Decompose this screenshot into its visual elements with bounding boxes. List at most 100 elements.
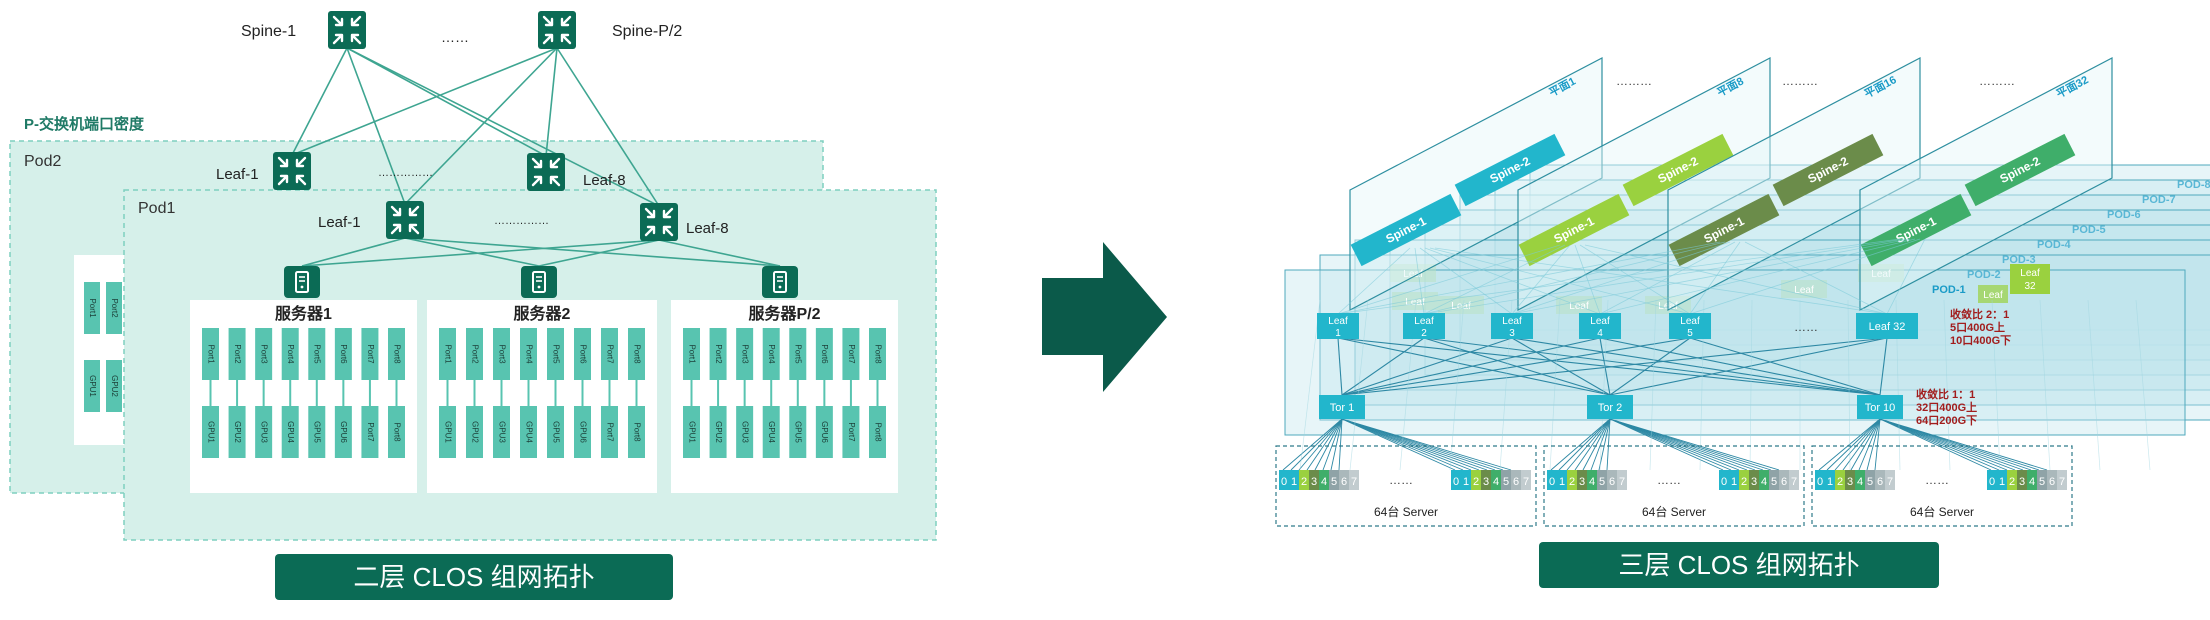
spine-2-bar[interactable] — [1964, 133, 2076, 207]
leaf-spine-link — [1886, 238, 1926, 315]
spine-1-bar[interactable] — [1350, 193, 1462, 267]
server-cell — [1349, 470, 1359, 490]
pod1-leaf-8-switch-icon[interactable] — [638, 201, 680, 243]
port-cell — [547, 406, 564, 458]
leaf-spine-link — [1419, 247, 1513, 315]
spine-1-bar[interactable] — [1860, 193, 1972, 267]
leaf-server-link — [538, 239, 660, 267]
spine-leaf-link — [404, 47, 558, 205]
server-cell — [1501, 470, 1511, 490]
spine-p2-switch-icon[interactable] — [536, 9, 578, 51]
leaf-tor-link — [1341, 337, 1888, 396]
port-cell — [815, 406, 833, 458]
pod1-leaf-8-label: Leaf-8 — [686, 220, 729, 237]
leaf-number: 5 — [1687, 328, 1693, 339]
spine-2-bar[interactable] — [1622, 133, 1734, 207]
server-digit: 4 — [1321, 476, 1327, 488]
port-cell — [683, 328, 700, 380]
server-digit: 7 — [1523, 476, 1529, 488]
server-cell — [1329, 470, 1339, 490]
port-cell — [762, 406, 780, 458]
server-cell — [1471, 470, 1481, 490]
pod2-port-cell — [106, 360, 122, 412]
server-digit: 3 — [1483, 476, 1489, 488]
pod2-leaf-8-switch-icon[interactable] — [525, 151, 567, 193]
server-cell — [2057, 470, 2067, 490]
port-label: Port3 — [260, 344, 269, 364]
tor-server-link — [1558, 418, 1611, 471]
port-label: GPU3 — [260, 421, 269, 443]
background-link — [1649, 299, 1657, 471]
server-cell — [1461, 470, 1471, 490]
pod2-leaf-1-switch-icon[interactable] — [271, 150, 313, 192]
leaf-node[interactable] — [1403, 313, 1445, 339]
pod1-label: Pod1 — [138, 200, 175, 217]
leaf-spine-link — [1434, 247, 1888, 315]
tor-node[interactable] — [1857, 395, 1903, 419]
leaf-label: Leaf — [1680, 316, 1700, 327]
pod2-port-cell — [106, 282, 122, 334]
tor-server-link — [1609, 418, 1740, 471]
spine-1-bar[interactable] — [1668, 193, 1780, 267]
leaf-spine-link — [1744, 241, 1888, 315]
tor-server-link — [1282, 418, 1343, 471]
pod2-port-cell — [84, 360, 100, 412]
server-cell — [1587, 470, 1597, 490]
background-link — [2039, 299, 2051, 471]
leaf-node[interactable] — [1579, 313, 1621, 339]
server-digit: 1 — [1827, 476, 1833, 488]
server-digit: 1 — [1999, 476, 2005, 488]
tor-server-link — [1330, 418, 1343, 471]
server-digit: 4 — [1857, 476, 1863, 488]
spine-1-bar[interactable] — [1518, 193, 1630, 267]
port-cell — [574, 328, 591, 380]
server-digit: 0 — [1281, 476, 1287, 488]
server-digit: 6 — [2049, 476, 2055, 488]
server-digit: 3 — [1847, 476, 1853, 488]
server-cell — [1759, 470, 1769, 490]
leaf-node[interactable] — [1856, 313, 1918, 339]
leaf-node[interactable] — [1317, 313, 1359, 339]
port-label: Port2 — [470, 344, 479, 364]
port-label: Port3 — [497, 344, 506, 364]
tor-node[interactable] — [1587, 395, 1633, 419]
two-tier-title-banner — [275, 554, 673, 600]
server-digit: 5 — [1331, 476, 1337, 488]
port-cell — [466, 406, 483, 458]
plane-ellipsis: ……… — [1616, 74, 1652, 88]
server-cell — [2007, 470, 2017, 490]
back-leaf-label: Leaf — [1983, 290, 2003, 301]
server-digit: 1 — [1463, 476, 1469, 488]
tor-node[interactable] — [1319, 395, 1365, 419]
leaf-label: Leaf — [1328, 316, 1348, 327]
server-digit: 0 — [1549, 476, 1555, 488]
leaf-node[interactable] — [1491, 313, 1533, 339]
port-label: Port3 — [741, 344, 750, 364]
tor-server-link — [1341, 418, 1512, 471]
port-cell — [601, 328, 618, 380]
server-cell — [1855, 470, 1865, 490]
server-ellipsis: …… — [1657, 473, 1681, 487]
spine-2-bar[interactable] — [1772, 133, 1884, 207]
pod2-port-cell — [84, 282, 100, 334]
tor-server-link — [1850, 418, 1881, 471]
leaf-spine-link — [1689, 238, 1921, 315]
server-digit: 2 — [1837, 476, 1843, 488]
server-digit: 6 — [1341, 476, 1347, 488]
port-label: Port2 — [714, 344, 723, 364]
pod1-leaf-1-switch-icon[interactable] — [384, 199, 426, 241]
port-label: GPU1 — [443, 421, 452, 443]
leaf-spine-link — [1689, 241, 1741, 315]
port-label: Port8 — [873, 344, 882, 364]
background-link — [1943, 299, 1951, 471]
pod-label: POD-2 — [1967, 269, 2001, 281]
tor-ratio-line-3: 64口200G下 — [1916, 414, 1977, 427]
spine-2-bar[interactable] — [1454, 133, 1566, 207]
port-cell — [361, 328, 379, 380]
pod-label: POD-8 — [2177, 179, 2210, 191]
pod1-leaf-ellipsis: …………… — [494, 215, 549, 227]
spine-1-switch-icon[interactable] — [326, 9, 368, 51]
leaf-node[interactable] — [1669, 313, 1711, 339]
port-cell — [334, 406, 352, 458]
tor-server-link — [1341, 418, 1456, 471]
